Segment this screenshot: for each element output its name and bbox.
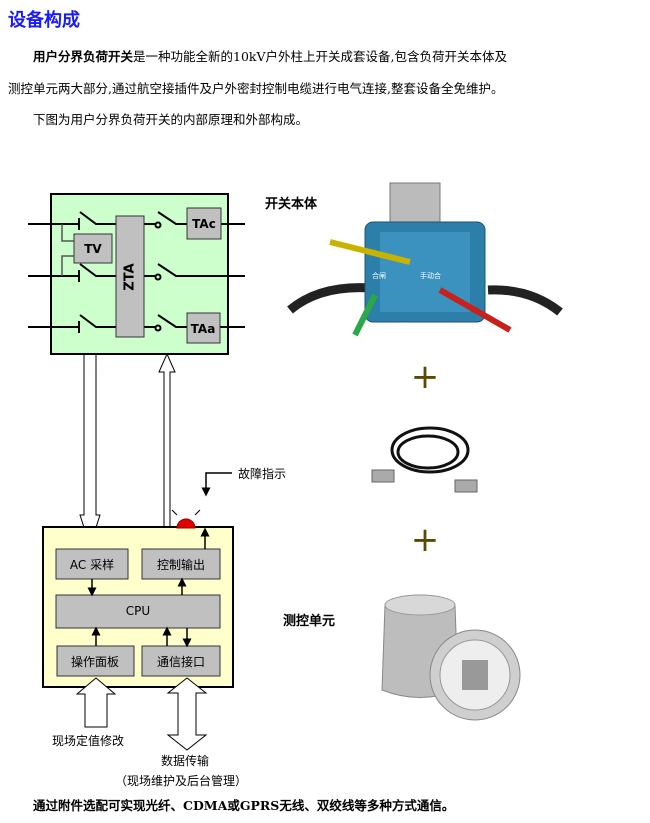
cpu-label: CPU — [126, 604, 150, 618]
photo-label-manual: 手动合 — [420, 271, 441, 280]
tv-connection — [61, 224, 74, 276]
control-output-label: 控制输出 — [157, 557, 205, 572]
control-unit-label: 测控单元 — [283, 613, 335, 629]
cpu-block — [55, 594, 221, 629]
taa-block — [186, 312, 221, 344]
intro-line-3: 下图为用户分界负荷开关的内部原理和外部构成。 — [33, 112, 309, 127]
ac-sampling-block — [55, 548, 129, 580]
operation-panel-label: 操作面板 — [71, 654, 119, 669]
photo-label-close: 合闸 — [372, 271, 386, 280]
data-transfer-note: （现场维护及后台管理） — [115, 773, 247, 788]
photo-label-open: 分 — [397, 322, 406, 333]
tv-label: TV — [84, 242, 102, 256]
intro-bold-term: 用户分界负荷开关 — [33, 49, 134, 64]
ac-sampling-label: AC 采样 — [70, 557, 114, 572]
intro-line-1: 用户分界负荷开关是一种功能全新的10kV户外柱上开关成套设备,包含负荷开关本体及 — [33, 46, 507, 65]
comm-interface-label: 通信接口 — [157, 654, 205, 669]
switch-lines — [28, 211, 245, 333]
control-output-block — [141, 548, 221, 580]
field-setting-arrow — [75, 677, 117, 728]
fault-indicator-label: 故障指示 — [238, 466, 286, 481]
switch-body-label: 开关本体 — [265, 196, 318, 212]
tv-block — [73, 233, 113, 264]
field-setting-label: 现场定值修改 — [52, 733, 124, 748]
plus-icon: + — [411, 357, 440, 397]
fault-pointer — [201, 472, 232, 497]
control-up-arrow — [158, 352, 176, 549]
operation-panel-block — [56, 645, 135, 677]
comm-interface-block — [141, 645, 221, 677]
lamp-rays — [171, 509, 201, 516]
zta-block — [115, 215, 145, 338]
control-unit-photo — [381, 594, 521, 721]
zta-label: ZTA — [123, 263, 138, 290]
tac-block — [186, 207, 222, 240]
cable-photo — [371, 426, 478, 493]
plus-icon: + — [411, 520, 440, 560]
switch-body-photo: 合闸 手动合 分 — [287, 182, 563, 337]
internal-arrows — [87, 577, 192, 648]
signal-down-arrow — [79, 355, 101, 548]
taa-label: TAa — [191, 322, 216, 336]
data-transfer-arrow — [166, 677, 208, 751]
intro-line-1-text: 是一种功能全新的10kV户外柱上开关成套设备,包含负荷开关本体及 — [133, 49, 507, 64]
page-title: 设备构成 — [8, 10, 80, 31]
fault-indicator-lamp — [176, 518, 196, 529]
data-transfer-label: 数据传输 — [161, 753, 209, 768]
tac-label: TAc — [192, 217, 216, 231]
footer-note: 通过附件选配可实现光纤、CDMA或GPRS无线、双绞线等多种方式通信。 — [33, 798, 455, 813]
intro-line-2: 测控单元两大部分,通过航空接插件及户外密封控制电缆进行电气连接,整套设备全免维护… — [8, 81, 504, 96]
